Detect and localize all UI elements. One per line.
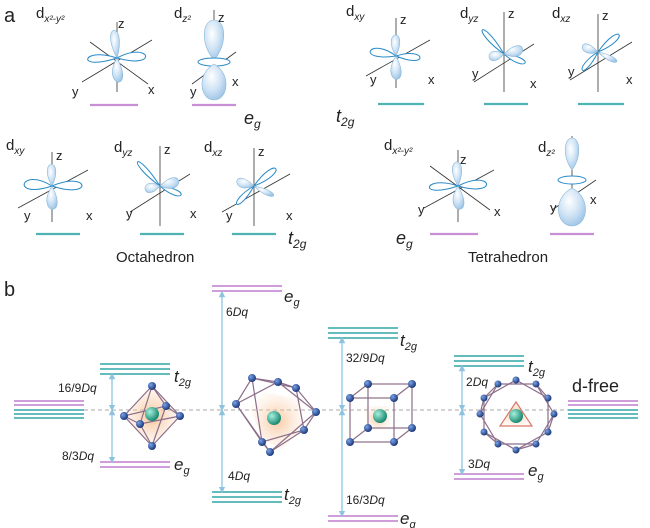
panel-b-label: b (4, 279, 15, 301)
svg-text:eg: eg (400, 509, 416, 528)
svg-text:x: x (86, 208, 93, 223)
svg-text:16/9Dq: 16/9Dq (58, 381, 97, 395)
svg-text:eg: eg (284, 287, 300, 309)
svg-text:dz²: dz² (174, 5, 191, 25)
svg-text:dxz: dxz (552, 5, 570, 25)
svg-text:y: y (370, 72, 377, 87)
orbital-bl-dxz: dxz z y x (204, 139, 293, 236)
svg-text:16/3Dq: 16/3Dq (346, 493, 385, 507)
svg-text:y: y (472, 66, 479, 81)
svg-text:z: z (258, 144, 265, 159)
orbital-tl-dz2: dz² z y x (174, 5, 239, 107)
svg-text:y: y (550, 200, 557, 215)
svg-text:y: y (24, 208, 31, 223)
svg-text:32/9Dq: 32/9Dq (346, 351, 385, 365)
orbital-tr-dxy: dxy z y x (346, 3, 435, 106)
svg-text:x: x (530, 76, 537, 91)
svg-text:t2g: t2g (528, 357, 546, 379)
svg-text:x: x (190, 206, 197, 221)
svg-text:t2g: t2g (284, 485, 302, 507)
svg-text:y: y (126, 206, 133, 221)
svg-text:x: x (626, 72, 633, 87)
group-label-eg-tl: eg (244, 108, 261, 131)
orbital-tr-dxz: dxz z y x (552, 5, 633, 106)
svg-text:4Dq: 4Dq (228, 469, 250, 483)
panel-a-label: a (4, 5, 16, 27)
svg-text:x: x (232, 74, 239, 89)
free-levels-left (14, 400, 84, 419)
svg-text:z: z (602, 8, 609, 23)
caption-tetrahedron: Tetrahedron (468, 249, 548, 266)
group-label-t2g-bl: t2g (288, 228, 307, 251)
svg-text:dx²-y²: dx²-y² (36, 5, 65, 25)
svg-text:y: y (226, 208, 233, 223)
svg-text:z: z (118, 16, 125, 31)
group-label-t2g-tr: t2g (336, 106, 355, 129)
svg-text:x: x (286, 208, 293, 223)
svg-text:y: y (190, 84, 197, 99)
svg-text:8/3Dq: 8/3Dq (62, 449, 94, 463)
svg-text:z: z (164, 142, 171, 157)
orbital-tl-dx2y2: dx²-y² z y x (36, 5, 155, 107)
svg-text:x: x (590, 192, 597, 207)
caption-octahedron: Octahedron (116, 249, 194, 266)
svg-text:z: z (508, 6, 515, 21)
svg-text:y: y (568, 64, 575, 79)
svg-text:y: y (72, 84, 79, 99)
d-free-label: d-free (572, 376, 619, 396)
orbital-br-dz2: dz² y x (538, 136, 597, 236)
svg-text:z: z (56, 148, 63, 163)
svg-text:y: y (418, 202, 425, 217)
svg-text:dxy: dxy (6, 137, 25, 157)
svg-text:dxz: dxz (204, 139, 222, 159)
level-set-3: 32/9Dq 16/3Dq t2g eg (328, 327, 418, 528)
svg-text:z: z (218, 10, 225, 25)
svg-text:2Dq: 2Dq (466, 375, 488, 389)
svg-text:dxy: dxy (346, 3, 365, 23)
orbital-bl-dyz: dyz z y x (114, 139, 197, 236)
level-set-2: 6Dq 4Dq eg t2g (212, 285, 320, 507)
svg-text:6Dq: 6Dq (226, 305, 248, 319)
orbital-bl-dxy: dxy z y x (6, 137, 93, 236)
level-set-1: 16/9Dq 8/3Dq t2g eg (58, 363, 192, 477)
svg-text:dyz: dyz (460, 5, 478, 25)
svg-text:t2g: t2g (174, 367, 192, 389)
svg-text:dyz: dyz (114, 139, 132, 159)
svg-text:z: z (400, 12, 407, 27)
svg-text:eg: eg (174, 455, 190, 477)
group-label-eg-br: eg (396, 228, 413, 251)
svg-text:z: z (460, 152, 467, 167)
svg-text:dx²-y²: dx²-y² (384, 137, 413, 157)
svg-text:dz²: dz² (538, 139, 555, 159)
free-levels-right (568, 400, 638, 419)
svg-text:x: x (428, 72, 435, 87)
orbital-tr-dyz: dyz z y x (460, 5, 537, 106)
svg-text:eg: eg (528, 461, 544, 483)
svg-text:x: x (148, 82, 155, 97)
svg-text:3Dq: 3Dq (468, 457, 490, 471)
orbital-br-dx2y2: dx²-y² z y x (384, 137, 501, 236)
level-set-4: 2Dq 3Dq t2g eg (454, 355, 558, 483)
svg-text:x: x (494, 204, 501, 219)
svg-text:t2g: t2g (400, 331, 418, 353)
